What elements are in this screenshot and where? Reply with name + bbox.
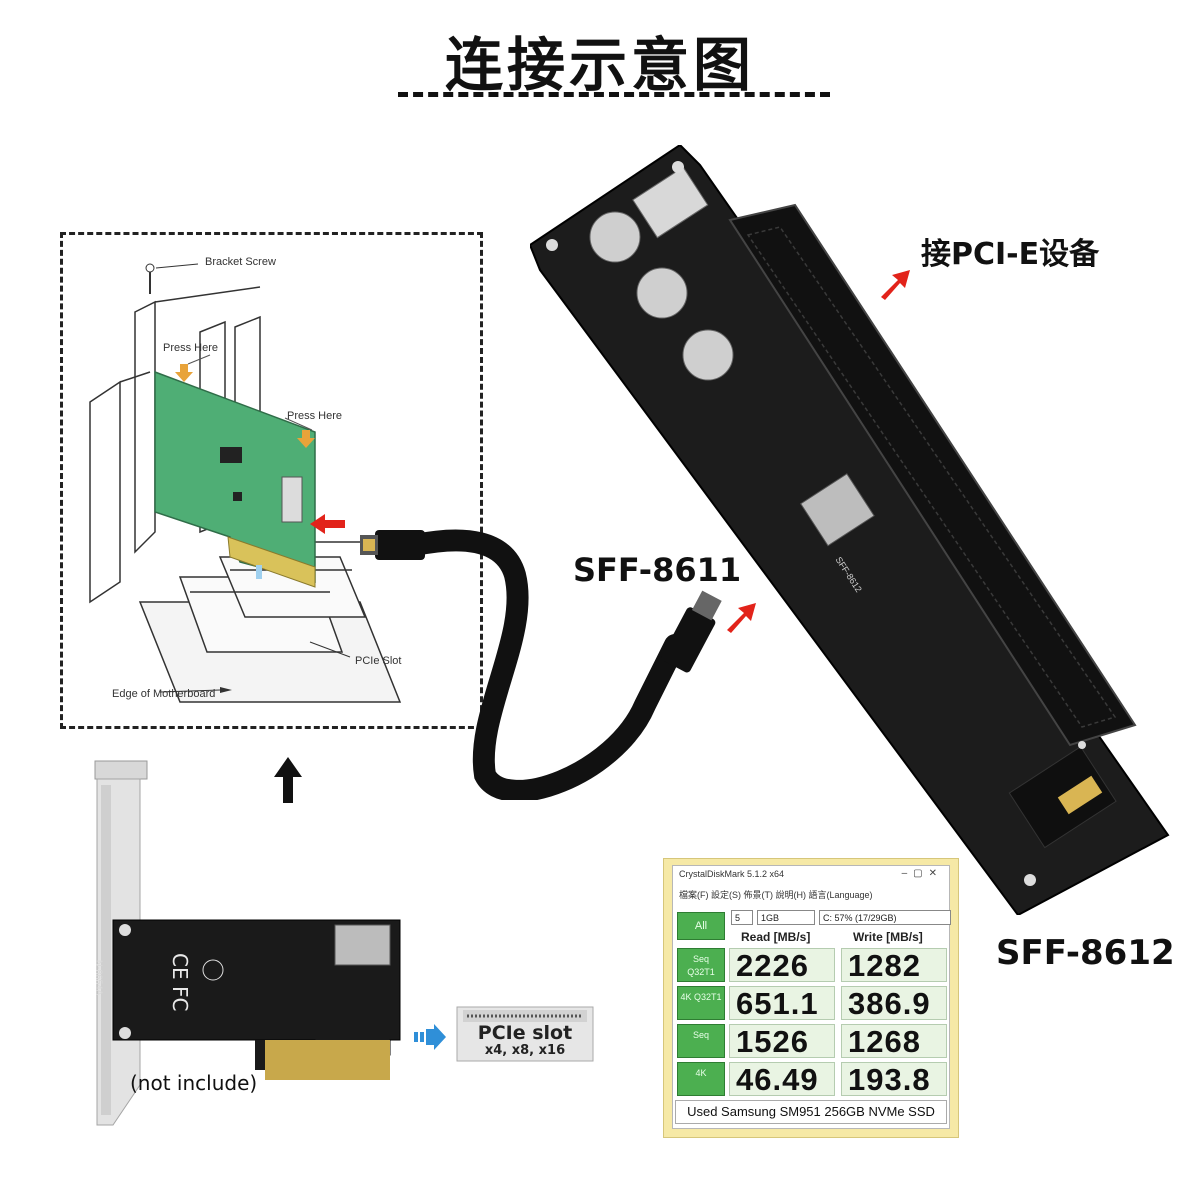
write-result: 193.8: [841, 1062, 947, 1097]
window-controls[interactable]: –▢✕: [901, 868, 943, 879]
read-result: 1526: [729, 1024, 835, 1059]
size-select[interactable]: 1GB: [757, 910, 815, 925]
pcie-slot-label: PCIe Slot: [355, 655, 402, 667]
pcie-slot-badge: PCIe slot x4, x8, x16: [455, 1006, 595, 1063]
test-button[interactable]: Seq: [677, 1024, 725, 1058]
pcie-badge-title: PCIe slot: [477, 1022, 573, 1044]
read-header: Read [MB/s]: [741, 930, 811, 944]
cdm-window-title: CrystalDiskMark 5.1.2 x64: [679, 869, 785, 879]
installation-diagram-frame: [60, 232, 483, 729]
write-header: Write [MB/s]: [853, 930, 923, 944]
sff-8611-label: SFF-8611: [573, 551, 742, 589]
title-dashed-underline: [398, 92, 830, 97]
cdm-footer-note: Used Samsung SM951 256GB NVMe SSD: [675, 1100, 947, 1124]
sff-8612-label: SFF-8612: [996, 933, 1175, 973]
sff-8611-cable: [360, 529, 722, 800]
read-result: 2226: [729, 948, 835, 983]
cdm-menu-bar[interactable]: 檔案(F) 設定(S) 佈景(T) 說明(H) 語言(Language): [679, 890, 873, 900]
write-result: 1282: [841, 948, 947, 983]
red-arrow-icon: [727, 603, 756, 633]
not-include-label: (not include): [130, 1071, 258, 1095]
count-select[interactable]: 5: [731, 910, 753, 925]
bracket-screw-label: Bracket Screw: [205, 256, 276, 268]
crystaldiskmark-window: CrystalDiskMark 5.1.2 x64 –▢✕ 檔案(F) 設定(S…: [663, 858, 959, 1138]
drive-select[interactable]: C: 57% (17/29GB): [819, 910, 951, 925]
edge-of-motherboard-label: Edge of Motherboard: [112, 688, 216, 700]
write-result: 386.9: [841, 986, 947, 1021]
adapter-model-text: N-8654A: [94, 960, 104, 996]
sff-8612-riser-board: [530, 145, 1170, 915]
crystaldiskmark-body: CrystalDiskMark 5.1.2 x64 –▢✕ 檔案(F) 設定(S…: [672, 865, 951, 1129]
red-arrow-icon: [881, 270, 910, 300]
read-result: 46.49: [729, 1062, 835, 1097]
page-title: 连接示意图: [444, 31, 755, 99]
installation-illustration: [89, 263, 402, 703]
test-button[interactable]: 4K: [677, 1062, 725, 1096]
pcie-badge-sizes: x4, x8, x16: [484, 1043, 566, 1058]
svg-text:CE FC: CE FC: [168, 953, 192, 1011]
write-result: 1268: [841, 1024, 947, 1059]
connect-pcie-device-label: 接PCI-E设备: [921, 237, 1100, 272]
read-result: 651.1: [729, 986, 835, 1021]
test-button[interactable]: Seq Q32T1: [677, 948, 725, 982]
blue-arrow-icon: [414, 1024, 446, 1050]
test-button[interactable]: 4K Q32T1: [677, 986, 725, 1020]
press-here-label-1: Press Here: [163, 342, 219, 354]
press-here-label-2: Press Here: [287, 410, 343, 422]
pcie-slot-graphic: [456, 1006, 594, 1062]
up-arrow-icon: [274, 757, 302, 803]
all-button[interactable]: All: [677, 912, 725, 940]
pcie-adapter-card: CE FC: [94, 760, 401, 1126]
green-pcie-card: [154, 370, 316, 583]
